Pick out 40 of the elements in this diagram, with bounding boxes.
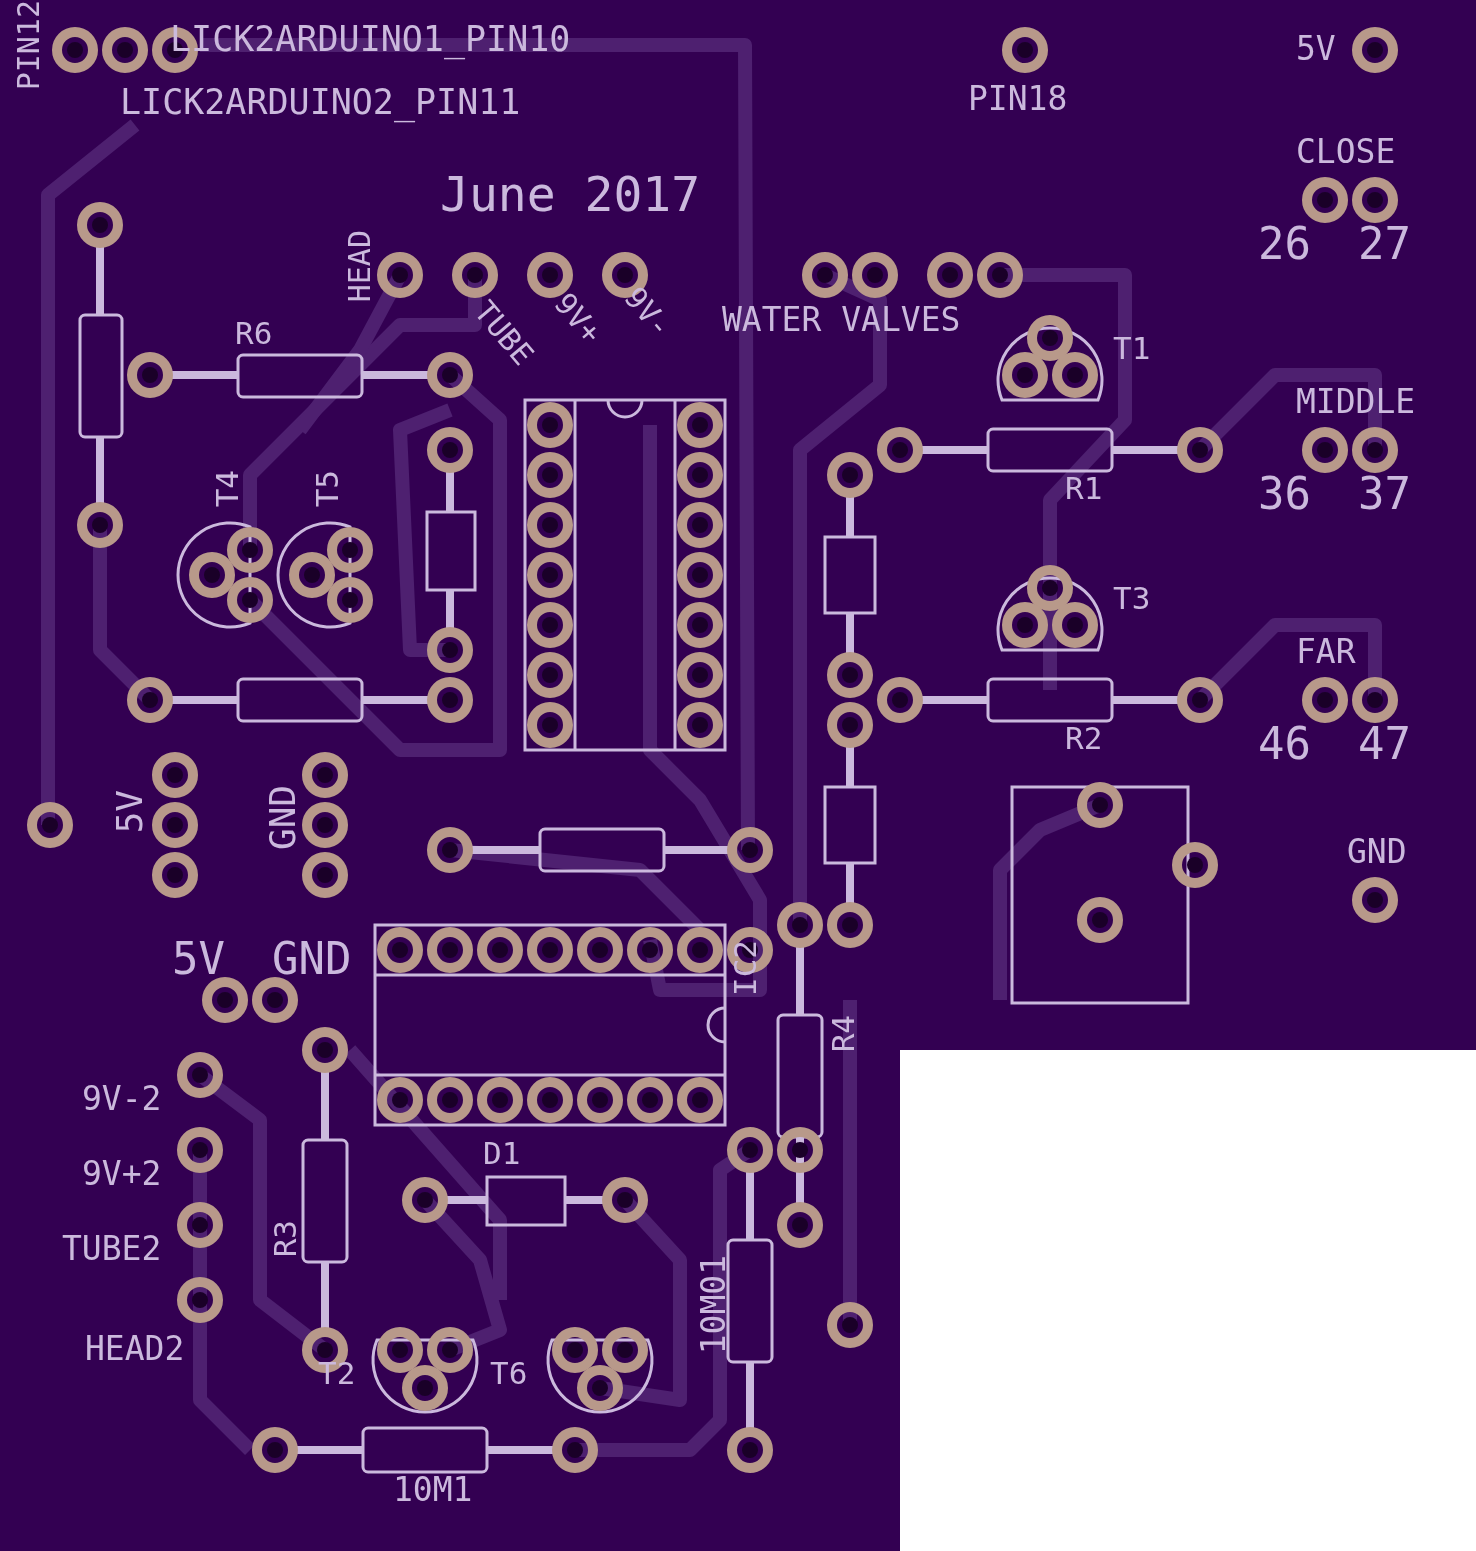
silkscreen-label: R2 (1065, 723, 1103, 754)
silkscreen-label: 27 (1358, 222, 1411, 266)
silkscreen-label: GND (272, 937, 352, 981)
silkscreen-label: 36 (1258, 472, 1311, 516)
silkscreen-label: R6 (235, 318, 273, 349)
silkscreen-label: 10M01 (697, 1255, 730, 1355)
silkscreen-label: MIDDLE (1296, 385, 1416, 418)
silkscreen-label: TUBE2 (62, 1232, 162, 1265)
silkscreen-label: 37 (1358, 472, 1411, 516)
silkscreen-label: 5V (112, 790, 148, 834)
silkscreen-label: 46 (1258, 722, 1311, 766)
silkscreen-label: R1 (1065, 473, 1103, 504)
silkscreen-label: GND (1347, 835, 1407, 868)
silkscreen-label: WATER VALVES (722, 303, 961, 336)
silkscreen-label: 9V-2 (82, 1082, 162, 1115)
silkscreen-label: T6 (490, 1358, 528, 1389)
silkscreen-label: T3 (1113, 583, 1151, 614)
silkscreen-label: IC2 (730, 940, 761, 996)
silkscreen-label: T5 (312, 470, 343, 508)
silkscreen-label: 26 (1258, 222, 1311, 266)
silkscreen-label: GND (265, 785, 301, 851)
silkscreen-label: PIN12 (14, 0, 44, 91)
silkscreen-label: FAR (1296, 635, 1356, 668)
silkscreen-label: 47 (1358, 722, 1411, 766)
silkscreen-label: 5V (1296, 32, 1336, 65)
silkscreen-label: T4 (212, 470, 243, 508)
silkscreen-label: HEAD (345, 230, 375, 303)
silkscreen-label: 9V- (619, 282, 677, 343)
silkscreen-label: 9V+ (549, 288, 607, 349)
silkscreen-label: T1 (1113, 333, 1151, 364)
silkscreen-label: 10M1 (393, 1473, 473, 1506)
silkscreen-label: R4 (828, 1015, 859, 1053)
silkscreen-label: 5V (172, 937, 225, 981)
silkscreen-label: PIN18 (968, 82, 1068, 115)
silkscreen-label: R3 (270, 1220, 301, 1258)
silkscreen-label: HEAD2 (85, 1332, 185, 1365)
silkscreen-label: 9V+2 (82, 1157, 162, 1190)
silkscreen-label: CLOSE (1296, 135, 1396, 168)
silkscreen-label: D1 (483, 1138, 521, 1169)
silkscreen-label: June 2017 (440, 170, 701, 218)
